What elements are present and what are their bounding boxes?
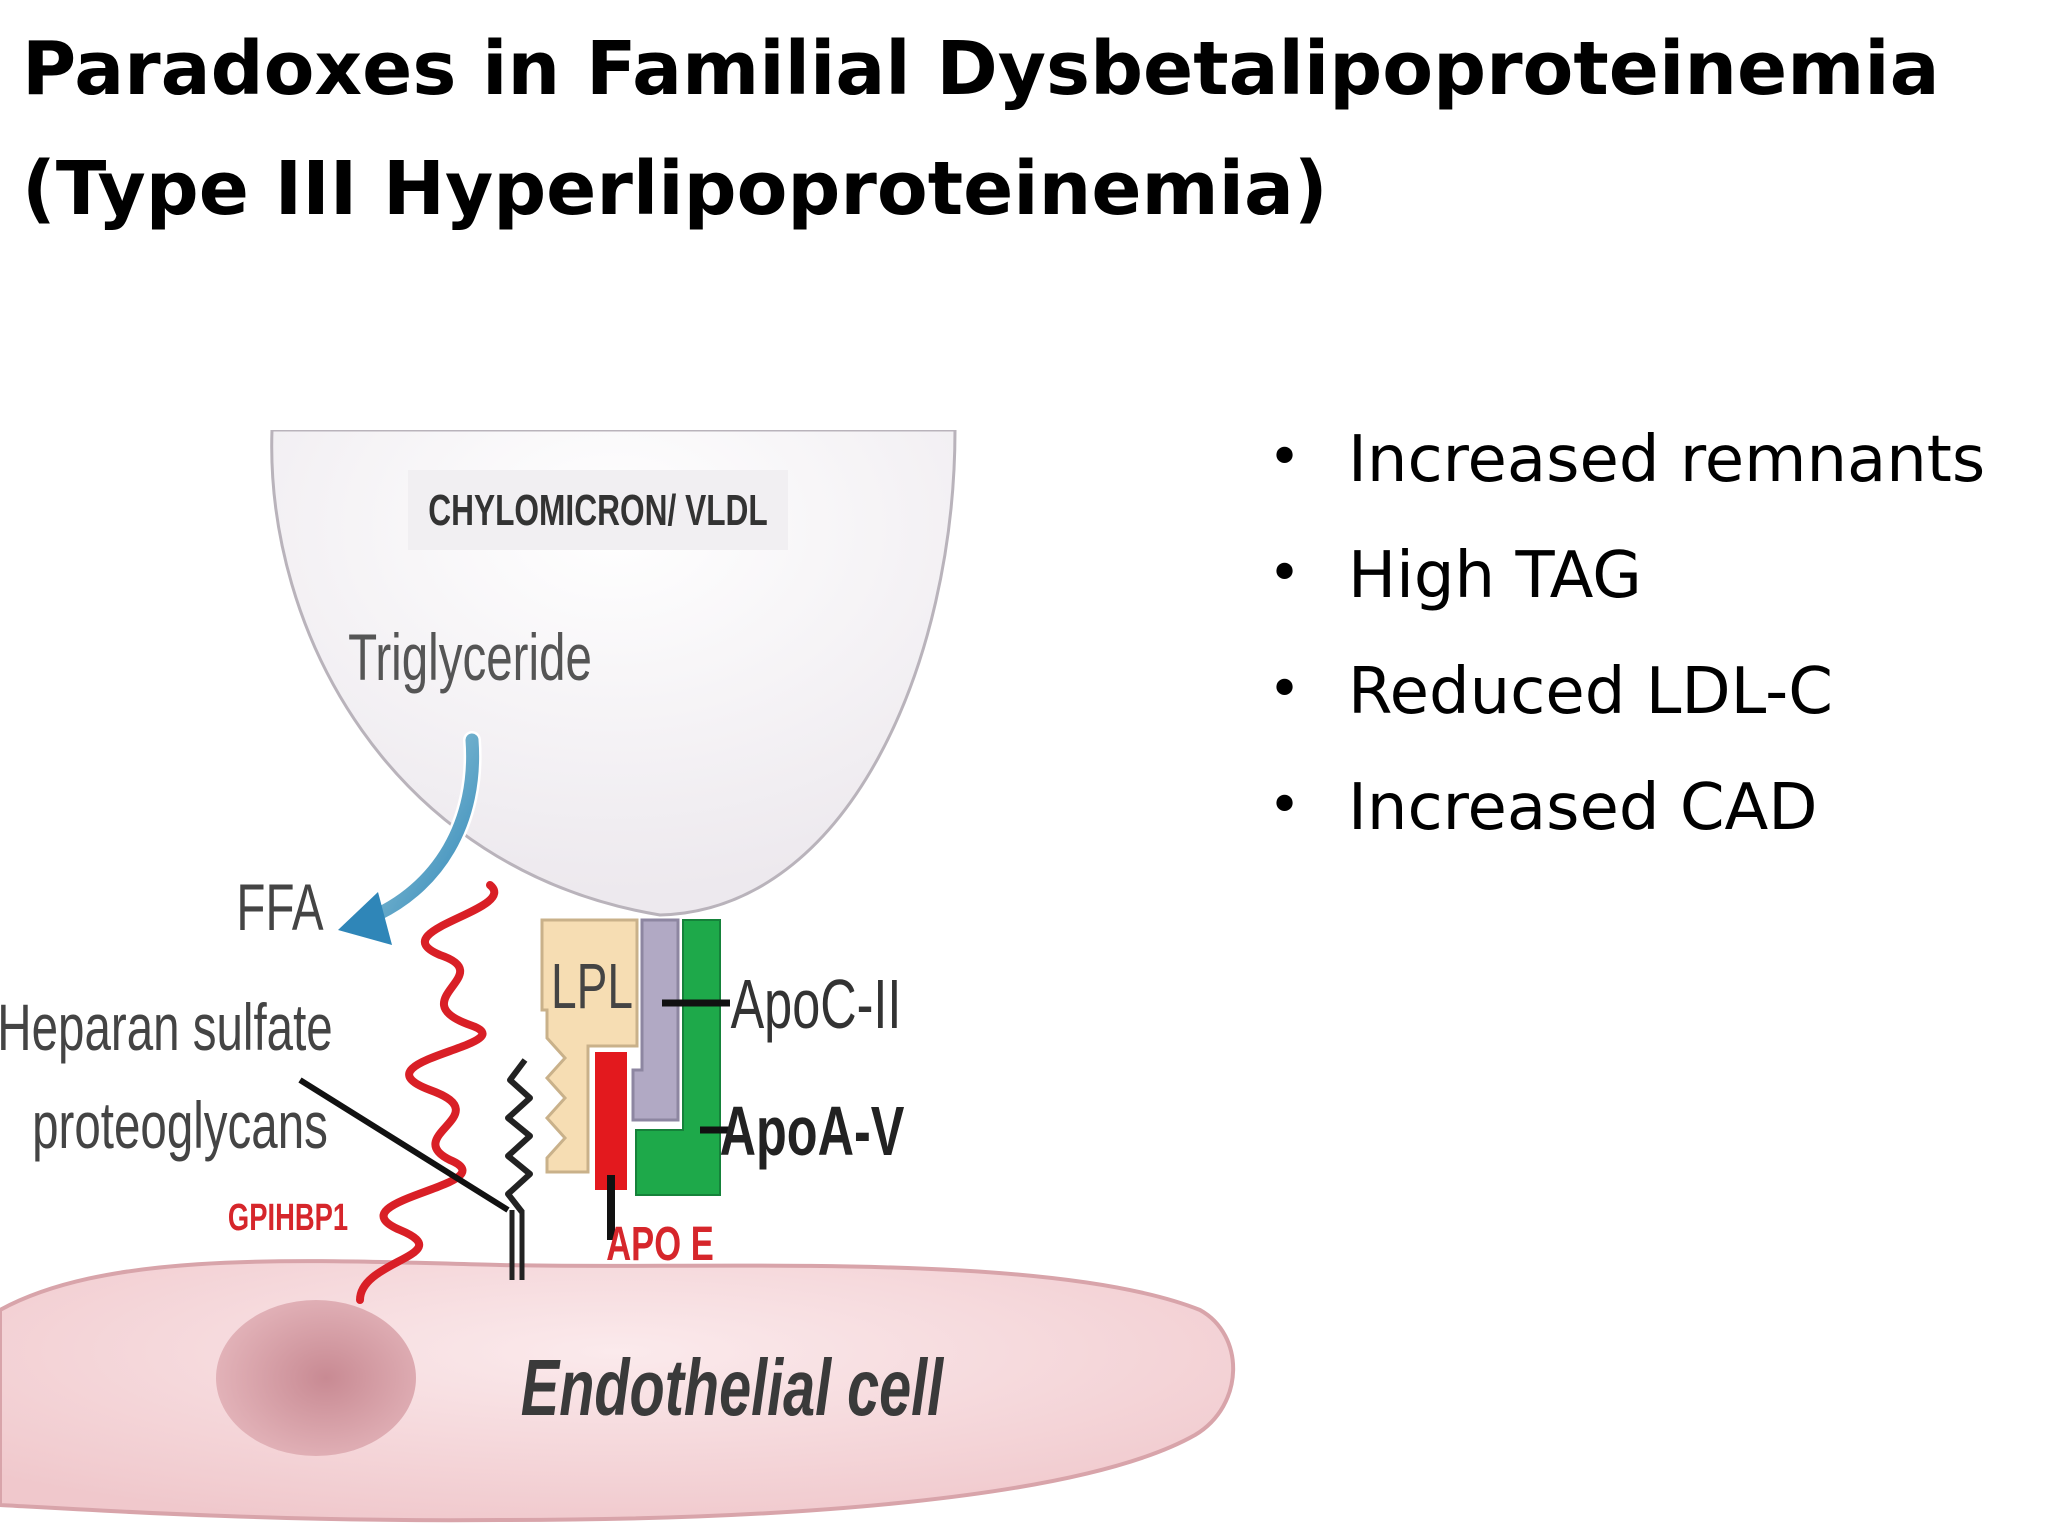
apoc2-protein xyxy=(631,918,680,1122)
hspg-pointer-line xyxy=(298,1077,510,1213)
hspg-zigzag-icon xyxy=(505,1058,533,1214)
ffa-label: FFA xyxy=(236,871,324,944)
bullet-dot-icon: • xyxy=(1268,773,1302,838)
bullet-dot-icon: • xyxy=(1268,425,1302,490)
apoa5-protein xyxy=(635,919,721,1196)
particle-label-box xyxy=(408,470,788,550)
lpl-label: LPL xyxy=(551,951,633,1022)
triglyceride-label: Triglyceride xyxy=(348,621,592,694)
bullet-text: Increased remnants xyxy=(1348,423,1986,497)
gpihbp1-chain xyxy=(356,881,498,1304)
bullet-text: Reduced LDL-C xyxy=(1348,655,1833,729)
apoe-label: APO E xyxy=(606,1216,714,1270)
apoc2-label: ApoC-II xyxy=(731,965,902,1043)
gpihbp1-label: GPIHBP1 xyxy=(228,1197,348,1239)
hydrolysis-arrow-shaft xyxy=(358,733,480,927)
hydrolysis-arrow-head xyxy=(338,892,392,945)
endothelial-cell-label: Endothelial cell xyxy=(521,1343,945,1433)
slide-title-line-2: (Type III Hyperlipoproteinemia) xyxy=(22,146,1328,232)
bullet-text: Increased CAD xyxy=(1348,771,1818,845)
slide-title-line-1: Paradoxes in Familial Dysbetalipoprotein… xyxy=(22,26,1940,112)
bullet-text: High TAG xyxy=(1348,539,1642,613)
cell-nucleus xyxy=(216,1300,416,1456)
apoe-protein xyxy=(595,1052,627,1190)
lipoprotein-particle xyxy=(270,430,957,917)
hspg-label-line-1: Heparan sulfate xyxy=(0,991,333,1064)
lipoprotein-lipase-diagram: CHYLOMICRON/ VLDL Triglyceride FFA Endot… xyxy=(0,430,1236,1523)
lpl-protein xyxy=(540,918,639,1174)
apoa5-label: ApoA-V xyxy=(720,1092,905,1170)
particle-label: CHYLOMICRON/ VLDL xyxy=(428,486,768,535)
bullet-dot-icon: • xyxy=(1268,541,1302,606)
bullet-dot-icon: • xyxy=(1268,657,1302,722)
hspg-label-line-2: proteoglycans xyxy=(32,1089,328,1162)
